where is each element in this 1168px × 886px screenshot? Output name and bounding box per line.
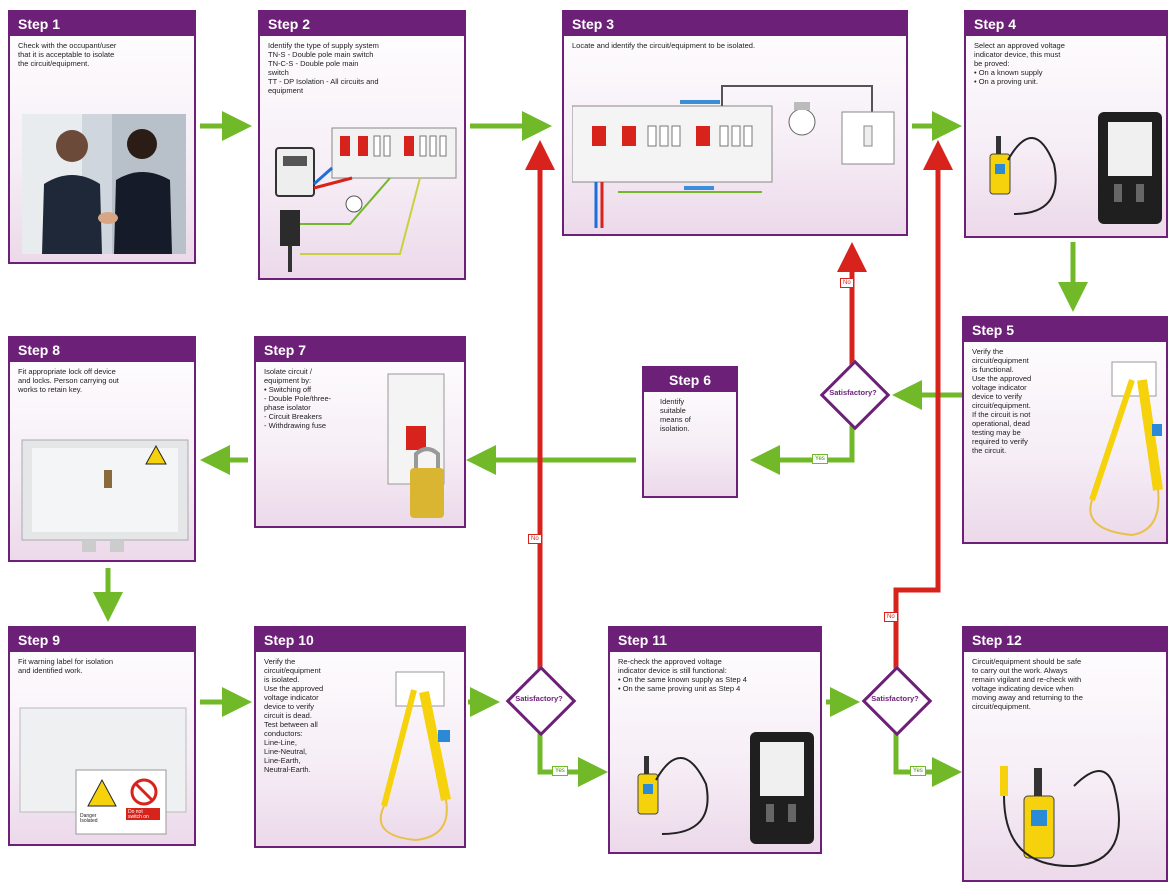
- step-text: Identify the type of supply system TN-S …: [268, 41, 379, 95]
- step-text: Re-check the approved voltage indicator …: [618, 657, 747, 693]
- step-3-box: Step 3 Locate and identify the circuit/e…: [562, 10, 908, 236]
- step-text: Fit warning label for isolation and iden…: [18, 657, 114, 675]
- step-title: Step 6: [644, 368, 736, 392]
- locked-off-enclosure-icon: [21, 439, 189, 552]
- voltage-indicator-and-proving-unit-icon: [989, 112, 1162, 224]
- step-6-box: Step 6 Identify suitable means of isolat…: [642, 366, 738, 498]
- step-title: Step 11: [610, 628, 820, 652]
- voltage-tester-at-socket-icon: [379, 671, 451, 842]
- step-title: Step 8: [10, 338, 194, 362]
- step-text: Circuit/equipment should be safe to carr…: [972, 657, 1083, 711]
- step-9-box: Step 9 Fit warning label for isolation a…: [8, 626, 196, 846]
- circuit-board-icon: [572, 85, 895, 228]
- voltage-indicator-icon: [1000, 766, 1120, 868]
- step-title: Step 1: [10, 12, 194, 36]
- voltage-tester-at-socket-icon: [1089, 361, 1163, 537]
- step-text: Isolate circuit / equipment by: • Switch…: [264, 367, 332, 430]
- arrow-d3-12: [893, 730, 962, 787]
- step-10-box: Step 10 Verify the circuit/equipment is …: [254, 626, 466, 848]
- voltage-indicator-and-proving-unit-icon: [637, 732, 814, 844]
- no-label: No: [884, 612, 898, 622]
- warning-sign-left-text: Danger Isolated: [80, 813, 98, 824]
- step-12-box: Step 12 Circuit/equipment should be safe…: [962, 626, 1168, 882]
- step-text: Verify the circuit/equipment is isolated…: [264, 657, 324, 774]
- warning-sign-right-text: Do not switch on: [128, 809, 149, 820]
- step-5-box: Step 5 Verify the circuit/equipment is f…: [962, 316, 1168, 544]
- step-title: Step 12: [964, 628, 1166, 652]
- step-7-box: Step 7 Isolate circuit / equipment by: •…: [254, 336, 466, 528]
- arrow-d2-11: [537, 730, 608, 787]
- yes-label: Yes: [552, 766, 568, 776]
- step-text: Verify the circuit/equipment is function…: [972, 347, 1032, 455]
- no-label: No: [840, 278, 854, 288]
- step-title: Step 10: [256, 628, 464, 652]
- arrow-d3-no: [893, 140, 953, 672]
- step-text: Fit appropriate lock off device and lock…: [18, 367, 119, 394]
- isolator-with-padlock-icon: [387, 373, 445, 518]
- step-1-box: Step 1 Check with the occupant/user that…: [8, 10, 196, 264]
- arrow-d1-6: [750, 422, 855, 475]
- step-title: Step 7: [256, 338, 464, 362]
- decision-2-label: Satisfactory?: [515, 694, 563, 703]
- step-2-box: Step 2 Identify the type of supply syste…: [258, 10, 466, 280]
- step-text: Select an approved voltage indicator dev…: [974, 41, 1065, 86]
- decision-1-label: Satisfactory?: [829, 388, 877, 397]
- yes-label: Yes: [812, 454, 828, 464]
- yes-label: Yes: [910, 766, 926, 776]
- step-title: Step 4: [966, 12, 1166, 36]
- step-4-box: Step 4 Select an approved voltage indica…: [964, 10, 1168, 238]
- handshake-photo-icon: [22, 114, 186, 254]
- step-11-box: Step 11 Re-check the approved voltage in…: [608, 626, 822, 854]
- enclosure-with-warning-signs-icon: [19, 707, 187, 835]
- step-text: Locate and identify the circuit/equipmen…: [572, 41, 756, 50]
- step-text: Identify suitable means of isolation.: [660, 397, 691, 433]
- step-title: Step 5: [964, 318, 1166, 342]
- step-8-box: Step 8 Fit appropriate lock off device a…: [8, 336, 196, 562]
- decision-3-label: Satisfactory?: [871, 694, 919, 703]
- step-title: Step 2: [260, 12, 464, 36]
- step-text: Check with the occupant/user that it is …: [18, 41, 117, 68]
- step-title: Step 9: [10, 628, 194, 652]
- no-label: No: [528, 534, 542, 544]
- step-title: Step 3: [564, 12, 906, 36]
- consumer-unit-icon: [275, 127, 457, 272]
